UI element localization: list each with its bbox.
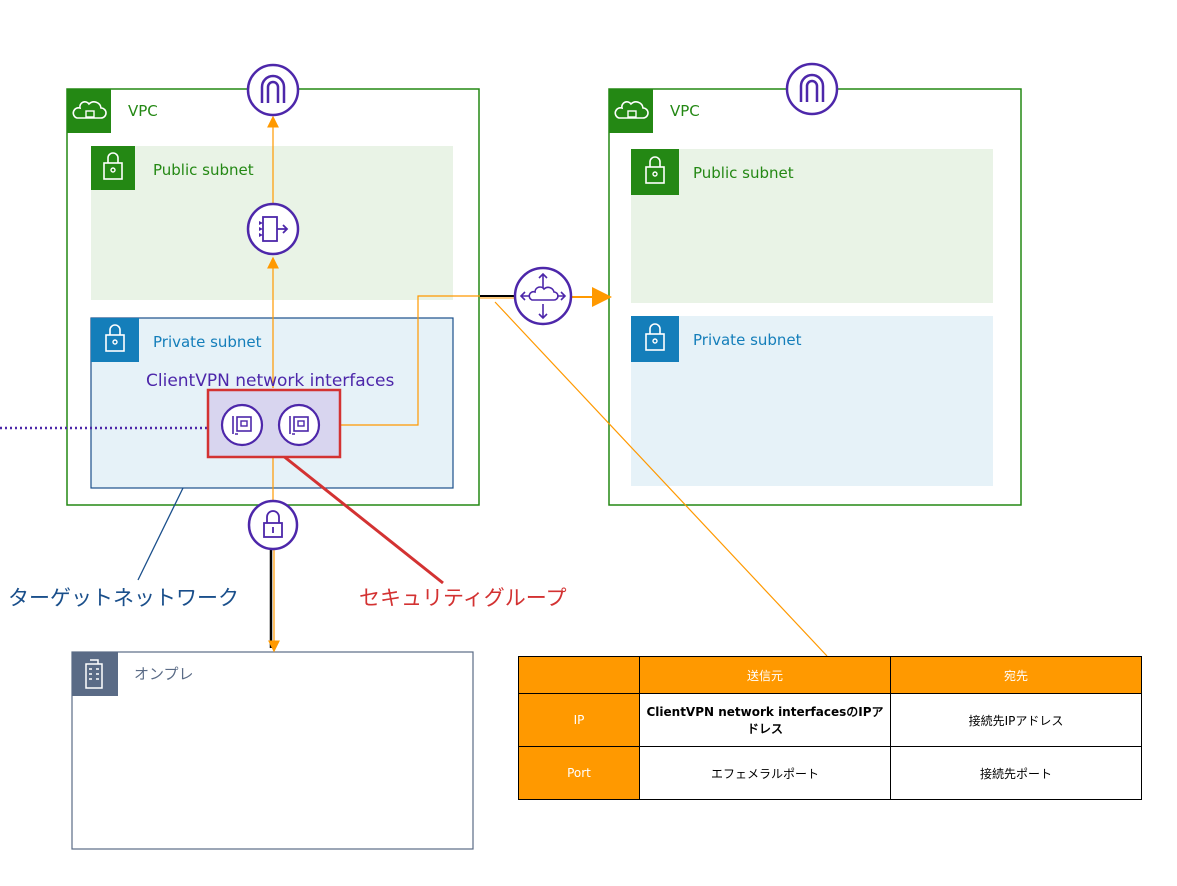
vpc-right-label: VPC (670, 102, 700, 120)
table-row: IP ClientVPN network interfacesのIPアドレス 接… (518, 693, 1142, 747)
lock-icon (91, 146, 135, 190)
lock-icon (631, 149, 679, 195)
network-interface-icon (277, 403, 321, 447)
security-group-label: セキュリティグループ (359, 586, 566, 610)
lock-icon (91, 318, 139, 362)
vpc-left-label: VPC (128, 102, 158, 120)
nat-gateway-icon (246, 202, 300, 256)
target-network-label: ターゲットネットワーク (8, 586, 239, 610)
private-subnet-left-label: Private subnet (153, 333, 262, 351)
security-group-box (206, 388, 342, 459)
private-subnet-right-label: Private subnet (693, 331, 802, 349)
table-cell-destination: 接続先ポート (890, 746, 1142, 800)
public-subnet-left-label: Public subnet (153, 161, 254, 179)
table-cell-source: エフェメラルポート (639, 746, 891, 800)
transit-gateway-icon (513, 266, 573, 326)
internet-gateway-icon (785, 62, 839, 116)
private-subnet-right (631, 316, 993, 486)
table-header-cell: 送信元 (639, 656, 891, 694)
public-subnet-right (631, 149, 993, 303)
client-vpn-label: ClientVPN network interfaces (146, 371, 394, 391)
office-building-icon (72, 652, 118, 696)
lock-icon (631, 316, 679, 362)
table-cell-destination: 接続先IPアドレス (890, 693, 1142, 747)
cloud-lock-icon (609, 89, 653, 133)
table-row-label: IP (518, 693, 640, 747)
security-group-rule-table: 送信元 宛先 IP ClientVPN network interfacesのI… (518, 656, 1142, 800)
table-row-label: Port (518, 746, 640, 800)
onprem-label: オンプレ (134, 665, 194, 683)
table-header-cell: 宛先 (890, 656, 1142, 694)
table-header-row: 送信元 宛先 (518, 656, 1142, 694)
public-subnet-right-label: Public subnet (693, 164, 794, 182)
network-interface-icon (220, 403, 264, 447)
internet-gateway-icon (246, 63, 300, 117)
table-header-cell (518, 656, 640, 694)
vpc-right: VPC Public subnet Private subnet (608, 88, 1022, 506)
table-row: Port エフェメラルポート 接続先ポート (518, 746, 1142, 800)
onprem-box: オンプレ (71, 651, 474, 850)
table-cell-source: ClientVPN network interfacesのIPアドレス (639, 693, 891, 747)
cloud-lock-icon (67, 89, 111, 133)
connections (0, 115, 828, 657)
vpn-gateway-icon (247, 499, 299, 551)
